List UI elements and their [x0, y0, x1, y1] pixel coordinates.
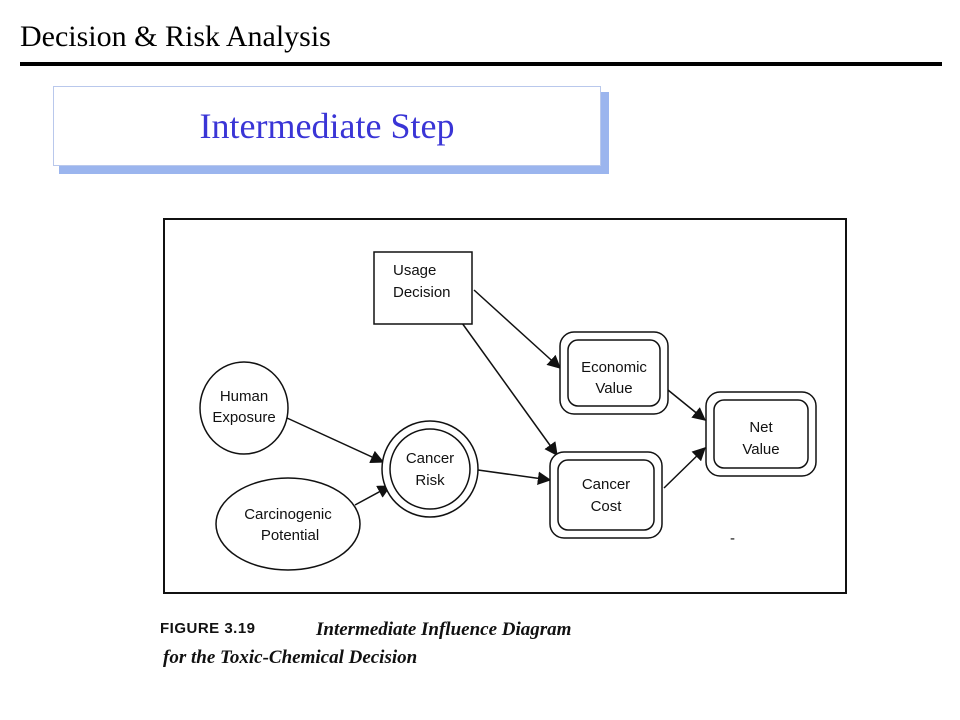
edge-risk-to-cancer-cost [477, 469, 552, 486]
node-cancer-risk-line2: Risk [415, 472, 445, 489]
node-human-exposure-line2: Exposure [212, 409, 275, 426]
node-cancer-cost: Cancer Cost [549, 451, 663, 539]
node-carcinogenic-potential-line2: Potential [261, 527, 319, 544]
node-cancer-cost-line1: Cancer [582, 476, 630, 493]
edge-usage-to-cancer-cost [461, 322, 558, 457]
edge-cancer-cost-to-net [663, 447, 706, 489]
slide-title: Intermediate Step [199, 106, 455, 146]
node-usage-decision-line2: Decision [393, 284, 451, 301]
header-title: Decision & Risk Analysis [20, 20, 331, 53]
node-usage-decision-line1: Usage [393, 262, 436, 279]
node-economic-value: Economic Value [559, 331, 669, 415]
edge-usage-to-economic [473, 289, 561, 369]
edges [286, 289, 707, 506]
node-cancer-cost-line2: Cost [591, 498, 623, 515]
node-net-value-line1: Net [749, 419, 773, 436]
header-divider [20, 62, 942, 66]
node-usage-decision: Usage Decision [373, 251, 473, 325]
node-economic-value-line1: Economic [581, 359, 647, 376]
node-carcinogenic-potential-line1: Carcinogenic [244, 506, 332, 523]
node-net-value: Net Value [705, 391, 817, 477]
node-net-value-line2: Value [742, 441, 779, 458]
slide-title-box: Intermediate Step [53, 86, 601, 166]
node-human-exposure-line1: Human [220, 388, 268, 405]
edge-economic-to-net [667, 389, 707, 421]
figure-caption-line1: Intermediate Influence Diagram [316, 619, 572, 640]
node-economic-value-line2: Value [595, 380, 632, 397]
node-cancer-risk: Cancer Risk [381, 420, 479, 518]
edge-human-to-risk [286, 417, 385, 464]
node-carcinogenic-potential: Carcinogenic Potential [215, 477, 361, 571]
figure-label: FIGURE 3.19 [160, 620, 256, 637]
figure-caption-line2: for the Toxic-Chemical Decision [163, 647, 418, 668]
node-cancer-risk-line1: Cancer [406, 450, 454, 467]
edge-carcinogenic-to-risk [354, 485, 392, 506]
node-human-exposure: Human Exposure [199, 361, 289, 455]
stray-mark: - [730, 530, 735, 547]
